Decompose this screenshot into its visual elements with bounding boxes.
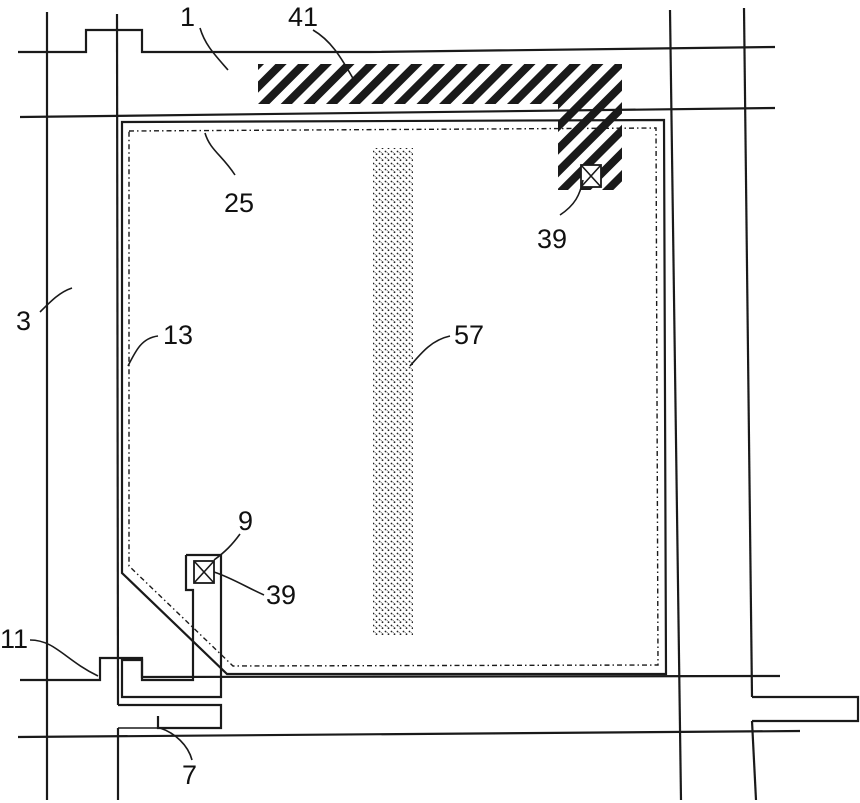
- stippled-strip: [373, 148, 413, 635]
- right-protrusion: [752, 697, 858, 721]
- leader-57: [410, 336, 450, 366]
- label-1: 1: [180, 2, 195, 32]
- contact-hole-lower: [194, 561, 214, 583]
- leader-7: [160, 728, 192, 760]
- leader-3: [40, 288, 72, 312]
- data-line-right-1: [670, 10, 681, 800]
- label-39-lower: 39: [266, 580, 296, 610]
- upper-bus-line: [20, 108, 775, 117]
- label-9: 9: [238, 506, 253, 536]
- upper-gate-line: [18, 30, 775, 52]
- label-39-upper: 39: [537, 224, 567, 254]
- leader-25: [205, 133, 235, 175]
- data-line-right-2-lower: [752, 721, 756, 800]
- label-41: 41: [288, 2, 318, 32]
- label-13: 13: [163, 320, 193, 350]
- drain-electrode: [118, 705, 221, 728]
- label-11: 11: [0, 624, 28, 654]
- leader-13: [128, 336, 158, 366]
- bottom-line: [18, 731, 800, 737]
- leader-9: [214, 534, 240, 560]
- label-7: 7: [182, 760, 197, 790]
- contact-hole-upper: [581, 165, 601, 187]
- hatched-region: [258, 64, 622, 190]
- label-3: 3: [16, 306, 31, 336]
- leader-11: [30, 640, 98, 676]
- leader-1: [200, 28, 228, 70]
- label-57: 57: [454, 320, 484, 350]
- label-25: 25: [224, 188, 254, 218]
- data-line-main: [117, 14, 118, 705]
- data-line-right-2: [744, 8, 752, 697]
